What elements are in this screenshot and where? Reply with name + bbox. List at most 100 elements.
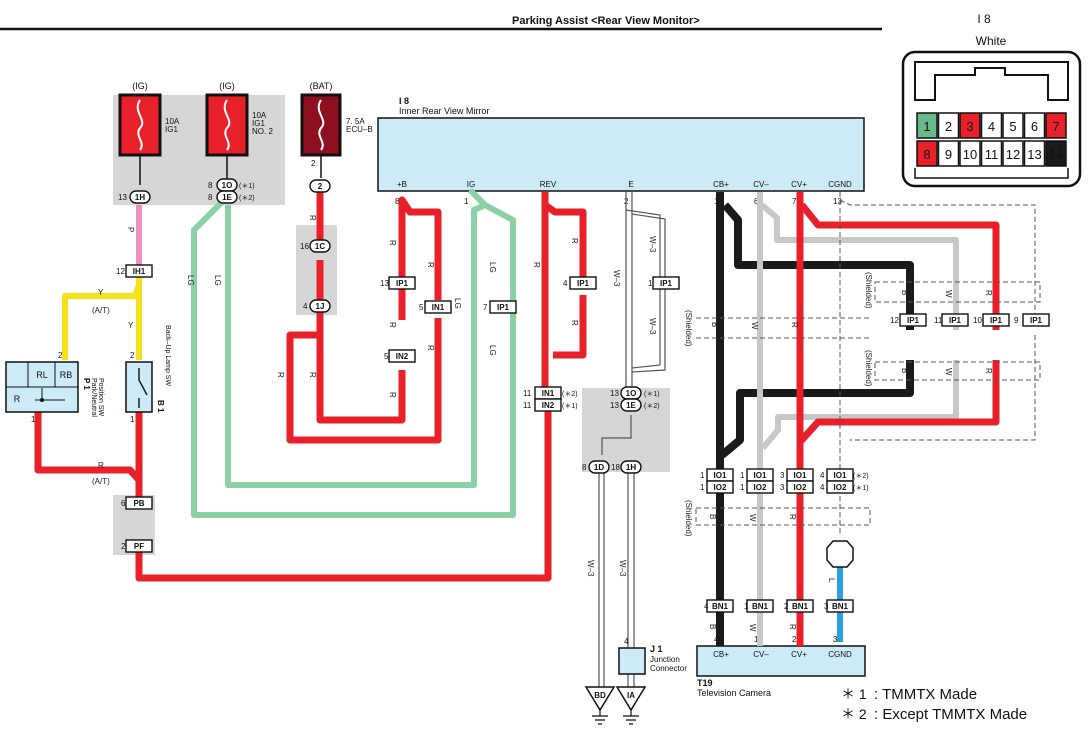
connector-bn1-1 xyxy=(746,599,774,613)
connector-ip1-b-label: IP1 xyxy=(497,303,510,312)
connector-pin-cell xyxy=(937,140,960,167)
connector-io2-1 xyxy=(746,480,774,494)
j1-box xyxy=(618,647,646,675)
wire-label-w1: W xyxy=(750,322,759,330)
connector-pin-cell xyxy=(916,140,938,167)
connector-pin-cell xyxy=(1002,112,1024,139)
connector-pin-cell xyxy=(1023,140,1046,167)
pin-number: 1 xyxy=(740,471,745,480)
pin-number: 5 xyxy=(384,352,389,361)
camera-box xyxy=(696,645,866,677)
pin-number: 11 xyxy=(523,401,532,410)
connector-ip1-e-label: IP1 xyxy=(907,316,920,325)
mirror-pin-number: 1 xyxy=(464,197,469,206)
connector-ip1-d xyxy=(652,276,680,290)
wire-label-r6: R xyxy=(308,372,317,378)
wire-label-r9: R xyxy=(570,238,579,244)
shield-label-3: (Shielded) xyxy=(864,350,873,387)
fuse-1-element-icon xyxy=(136,99,144,151)
pin-number: 4 xyxy=(563,279,568,288)
ground-bd-triangle xyxy=(584,686,616,712)
backup-lamp-switch: 2 1 B 1 Back–Up Lamp SW xyxy=(125,325,171,424)
pin-number: 6 xyxy=(121,499,126,508)
connector-ip1-b xyxy=(489,300,517,314)
p1-code: P 1 xyxy=(82,378,91,390)
wire-w3-e xyxy=(625,192,666,390)
wire-label-w2: W xyxy=(944,290,953,298)
wire-label-p: P xyxy=(126,227,135,232)
footnotes: ＊ 1 : TMMTX Made ＊ 2 : Except TMMTX Made xyxy=(841,686,1027,723)
connector-ih1 xyxy=(125,264,153,278)
connector-io1-1-label: IO1 xyxy=(754,471,767,480)
wire-label-w5: W xyxy=(748,624,757,632)
connector-pin-number: 2 xyxy=(945,119,952,134)
fuse-2-label2: IG1 xyxy=(252,119,265,128)
ground-bd: BD xyxy=(584,686,616,725)
connector-pin-number: 10 xyxy=(963,147,977,162)
pin-number: 2 xyxy=(784,602,789,611)
connector-1e-b xyxy=(620,398,642,412)
wire-label-y1: Y xyxy=(98,288,104,297)
wire-black-cb xyxy=(716,192,914,600)
mirror-terminal-label: CV+ xyxy=(791,180,807,189)
connector-pin-cell xyxy=(959,112,981,139)
connector-io2-2-label: IO2 xyxy=(794,483,807,492)
ground-ia-triangle xyxy=(615,686,647,712)
wire-label-b1: B xyxy=(710,322,719,327)
pin-number: 1 xyxy=(744,602,749,611)
wire-lg-ig1 xyxy=(225,202,487,488)
pin-number: 13 xyxy=(118,193,127,202)
connector-pin-cell xyxy=(1045,112,1067,139)
connector-ip1-c-label: IP1 xyxy=(577,279,590,288)
pin-number: 3 xyxy=(780,483,785,492)
pin-number: 8 xyxy=(582,463,587,472)
park-neutral-position-switch: RL RB R 2 1 P 1 Park/Neutral Position SW xyxy=(5,351,104,424)
connector-in2 xyxy=(388,349,416,363)
pin-number: 4 xyxy=(820,483,825,492)
wire-label-at2: (A/T) xyxy=(92,477,110,486)
pin-number: 4 xyxy=(303,302,308,311)
connector-bn1-1-label: BN1 xyxy=(752,602,769,611)
connector-pin-number: 4 xyxy=(988,119,995,134)
wire-label-r11: R xyxy=(570,320,579,326)
mirror-terminal-label: +B xyxy=(397,180,407,189)
wire-label-r5: R xyxy=(276,372,285,378)
pin-number: 13 xyxy=(380,279,389,288)
connector-pin-cell xyxy=(980,140,1003,167)
pin-number: 8 xyxy=(208,181,213,190)
fuse-3-body xyxy=(300,93,342,157)
fuse-3-supply: (BAT) xyxy=(310,81,333,91)
j1-name2: Connector xyxy=(650,664,687,673)
ground-ia-icon xyxy=(623,710,639,725)
connector-ip1-a xyxy=(388,276,416,290)
connector-bn1-0 xyxy=(706,599,734,613)
connector-pin-number: 12 xyxy=(1006,147,1020,162)
connector-1j xyxy=(309,299,331,313)
connector-pin-number: 3 xyxy=(966,119,973,134)
inner-rear-view-mirror: I 8 Inner Rear View Mirror +B8IG1REV3E2C… xyxy=(377,96,865,206)
mirror-pin-number: 8 xyxy=(395,197,400,206)
wire-label-lg5: LG xyxy=(488,345,497,356)
connector-io1-3-label: IO1 xyxy=(834,471,847,480)
mirror-terminal-label: CB+ xyxy=(713,180,729,189)
pin-number: 13 xyxy=(610,401,619,410)
j1-code: J 1 xyxy=(650,644,663,654)
pin-number: 11 xyxy=(523,389,532,398)
connector-io2-3-label: IO2 xyxy=(834,483,847,492)
connector-1o-label: 1O xyxy=(222,181,233,190)
connector-in2-b-label: IN2 xyxy=(542,401,555,410)
pin-number: 12 xyxy=(116,267,125,276)
connector-bn1-2 xyxy=(786,599,814,613)
footnote-1-mark: ＊ 1 xyxy=(841,686,867,702)
connector-bn1-3-label: BN1 xyxy=(832,602,849,611)
shield-label-4: (Shielded) xyxy=(684,500,693,537)
connector-ih1-label: IH1 xyxy=(133,267,146,276)
footnote-1-text: : TMMTX Made xyxy=(874,686,977,703)
camera-terminal-label: CV+ xyxy=(791,650,807,659)
p1-pin-bottom: 1 xyxy=(31,415,36,424)
pin-number: 12 xyxy=(890,316,899,325)
wire-label-w4: W xyxy=(748,514,757,522)
fuse-1-label1: 10A xyxy=(165,117,180,126)
p1-cell-r: R xyxy=(14,394,21,404)
p1-contact-dot xyxy=(40,398,44,402)
